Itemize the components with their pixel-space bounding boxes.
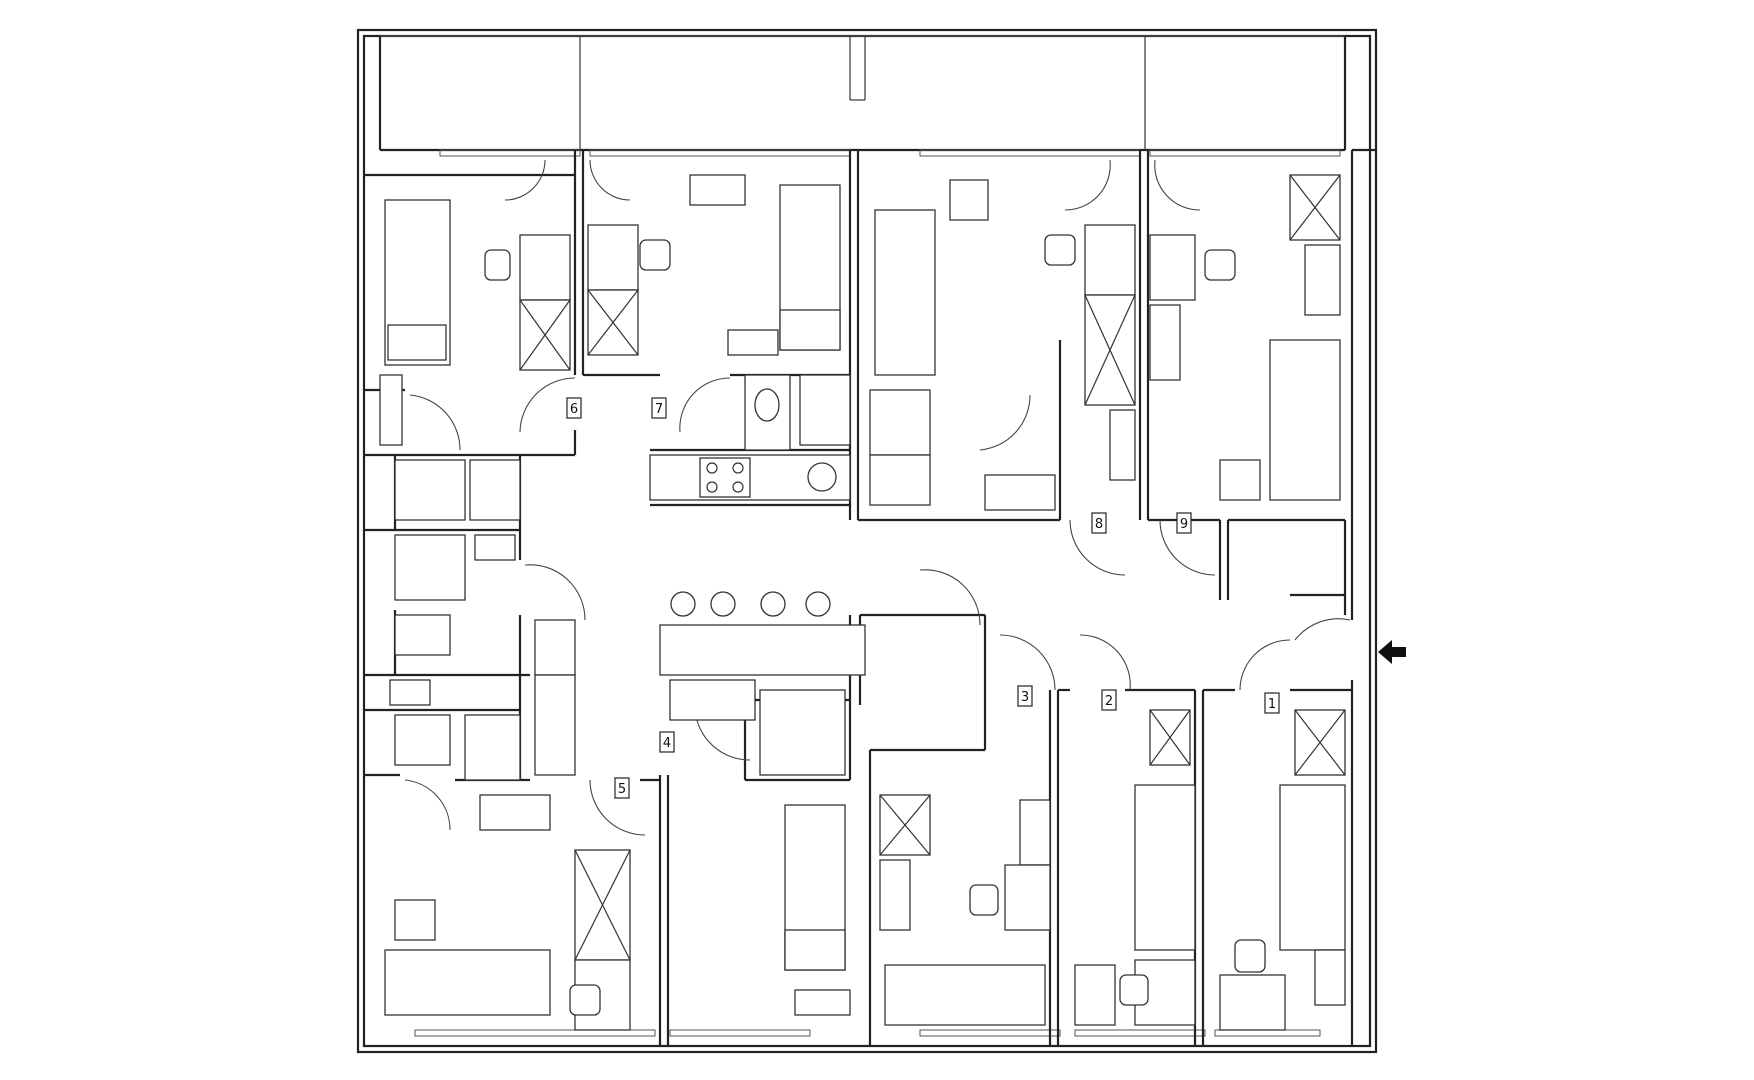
svg-text:7: 7 <box>655 402 663 417</box>
doors <box>404 159 1351 836</box>
room-2-furniture <box>1074 709 1196 1026</box>
svg-text:3: 3 <box>1021 690 1029 705</box>
room-4-furniture <box>759 689 851 1016</box>
room-9-furniture <box>1149 174 1341 501</box>
room-label-5: 5 <box>614 777 630 799</box>
balconies <box>378 35 1347 152</box>
room-label-8: 8 <box>1091 512 1107 534</box>
svg-text:9: 9 <box>1180 517 1188 532</box>
room-label-9: 9 <box>1176 512 1192 534</box>
room-label-4: 4 <box>659 731 675 753</box>
room-3-furniture <box>879 794 1051 1026</box>
room-label-1: 1 <box>1264 692 1280 714</box>
interior-walls <box>364 148 1376 1046</box>
room-label-7: 7 <box>651 397 667 419</box>
arrow-left-icon <box>1378 640 1406 664</box>
room-5-furniture <box>384 794 631 1031</box>
kitchen-center <box>534 591 866 776</box>
svg-text:5: 5 <box>618 782 626 797</box>
room-label-6: 6 <box>566 397 582 419</box>
room-labels: 6 7 8 9 4 5 3 2 <box>566 397 1280 799</box>
svg-text:2: 2 <box>1105 694 1113 709</box>
room-label-2: 2 <box>1101 689 1117 711</box>
svg-text:8: 8 <box>1095 517 1103 532</box>
svg-text:6: 6 <box>570 402 578 417</box>
svg-text:4: 4 <box>663 736 671 751</box>
kitchen-and-bath-7 <box>649 374 851 501</box>
svg-text:1: 1 <box>1268 697 1276 712</box>
room-8-furniture <box>869 179 1136 511</box>
room-7-furniture <box>587 174 841 356</box>
left-bath-blocks <box>389 459 521 781</box>
room-6-furniture <box>379 199 571 446</box>
room-1-furniture <box>1219 709 1346 1031</box>
room-label-3: 3 <box>1017 685 1033 707</box>
